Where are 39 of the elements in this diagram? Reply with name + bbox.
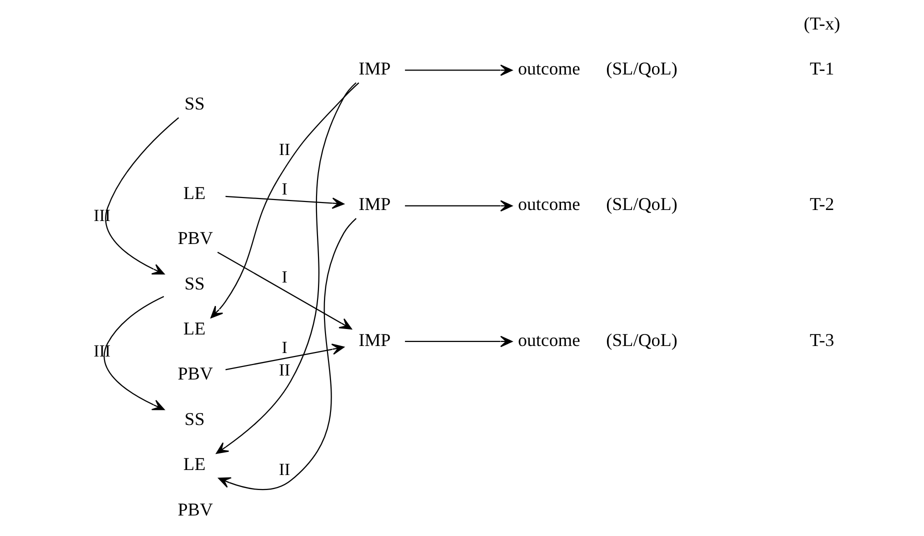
arrow (404, 200, 513, 212)
node-text: outcome (518, 58, 580, 79)
edge-label: I (282, 338, 288, 357)
label: T-2 (810, 194, 834, 214)
edge-label: II (278, 140, 290, 159)
node-text: SS (184, 94, 205, 114)
node-text: SS (184, 273, 205, 294)
node-text: IMP (358, 194, 391, 214)
arrow (216, 82, 356, 454)
edge-label: I (282, 180, 288, 199)
node-text: IMP (358, 330, 391, 350)
node-label: (SL/QoL) (606, 330, 678, 350)
arrow (225, 344, 344, 370)
label: T-1 (810, 58, 834, 79)
label: (T-x) (804, 13, 840, 34)
node-text: outcome (518, 330, 580, 350)
edge-label: II (278, 360, 290, 380)
arrow (404, 336, 513, 348)
arrow (218, 218, 357, 490)
edge-label: I (282, 268, 288, 287)
node-text: outcome (518, 194, 580, 214)
node-text: PBV (178, 228, 213, 248)
arrow (226, 196, 344, 209)
arrow (217, 252, 352, 330)
edge-label: II (278, 460, 290, 479)
node-label: (SL/QoL) (606, 194, 678, 214)
label: T-3 (810, 330, 834, 350)
node-text: PBV (178, 364, 213, 384)
node-text: PBV (178, 499, 213, 520)
node-label: (SL/QoL) (606, 58, 678, 79)
node-text: SS (184, 408, 205, 429)
node-text: LE (183, 454, 206, 474)
arrow (404, 64, 513, 76)
node-text: LE (183, 182, 206, 203)
arrow (105, 117, 180, 275)
node-text: IMP (358, 58, 391, 79)
arrow (104, 296, 165, 410)
node-text: LE (183, 318, 206, 338)
arrow (210, 82, 360, 318)
